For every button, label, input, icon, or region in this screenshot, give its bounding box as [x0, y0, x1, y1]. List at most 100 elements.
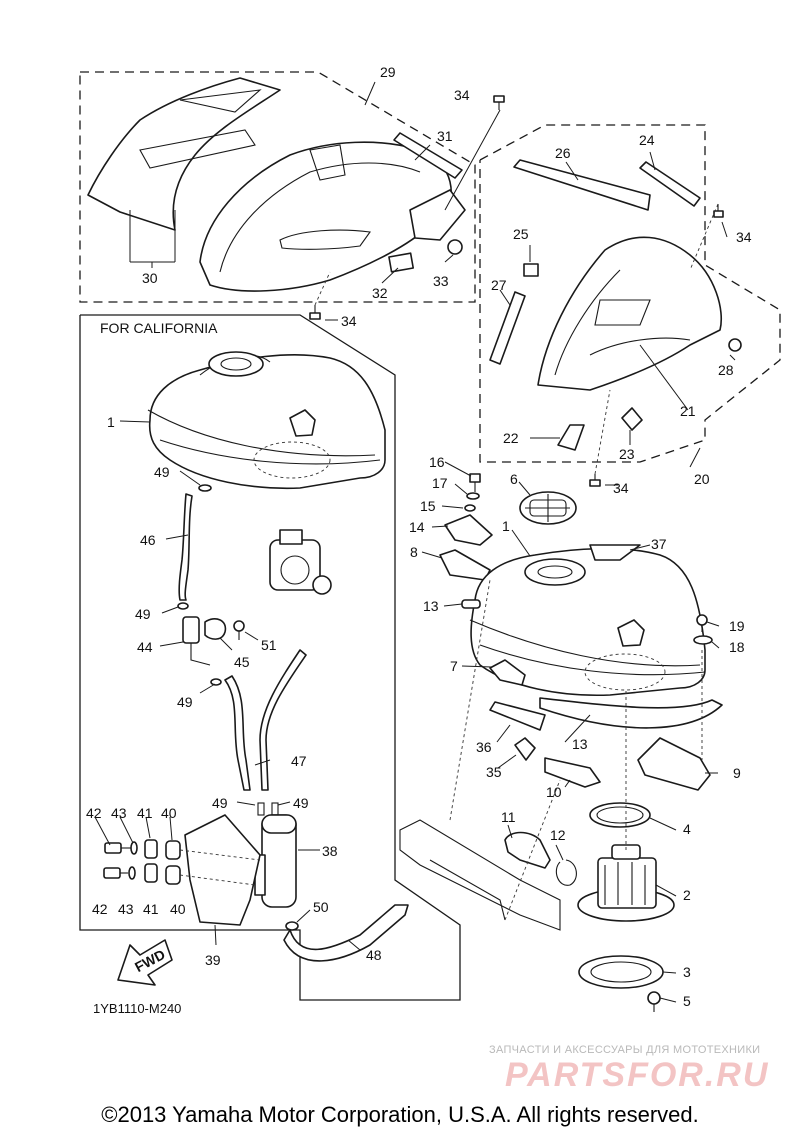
bracket-14 [444, 514, 493, 546]
callout-2: 2 [683, 887, 691, 903]
cover-9 [637, 737, 711, 791]
damper-23 [621, 407, 643, 431]
callout-26: 26 [555, 145, 571, 161]
callout-22: 22 [503, 430, 519, 446]
callout-36: 36 [476, 739, 492, 755]
filter-44 [182, 616, 211, 666]
collar-15 [464, 504, 476, 512]
callout-11: 11 [501, 809, 516, 825]
callout-38: 38 [322, 843, 338, 859]
holder-45 [204, 618, 227, 640]
callout-40-a: 40 [161, 805, 177, 821]
callout-6: 6 [510, 471, 518, 487]
callout-8: 8 [410, 544, 418, 560]
callout-30: 30 [142, 270, 158, 286]
clip-49-b [177, 602, 189, 610]
washer-18 [693, 635, 713, 645]
callout-3: 3 [683, 964, 691, 980]
callout-14: 14 [409, 519, 425, 535]
callout-13-a: 13 [423, 598, 439, 614]
damper-13-a [461, 599, 481, 609]
callout-20: 20 [694, 471, 710, 487]
strip-31 [393, 132, 463, 179]
throttle-body [269, 529, 332, 595]
callout-49-a: 49 [154, 464, 170, 480]
clip-12 [555, 859, 577, 886]
callout-49-c: 49 [177, 694, 193, 710]
callout-12: 12 [550, 827, 566, 843]
bracket-cover [409, 189, 466, 241]
strip-24 [639, 161, 701, 207]
callout-16: 16 [429, 454, 445, 470]
callout-31: 31 [437, 128, 453, 144]
callout-46: 46 [140, 532, 156, 548]
decal-30 [87, 77, 281, 231]
grommet-33 [447, 239, 463, 255]
clip-49-c [210, 678, 222, 686]
bracket-10 [544, 757, 601, 788]
clip-49-a [198, 484, 212, 492]
hose-joint-11 [504, 831, 551, 869]
clip-50 [285, 921, 299, 931]
pad-32 [388, 252, 415, 273]
callout-49-e: 49 [293, 795, 309, 811]
callout-9: 9 [733, 765, 741, 781]
callout-43-b: 43 [118, 901, 134, 917]
bolt-19 [696, 614, 708, 632]
bolts-42-43-41-40 [103, 839, 181, 885]
callout-47: 47 [291, 753, 307, 769]
fwd-arrow: FWD [117, 939, 173, 986]
fuel-pump-2 [577, 844, 675, 922]
callout-15: 15 [420, 498, 436, 514]
watermark-logo: PARTSFOR.RU [505, 1056, 770, 1094]
screw-34-box29 [309, 305, 321, 320]
hose-48 [283, 904, 409, 962]
bracket-7 [489, 659, 526, 686]
gasket-4 [589, 802, 651, 828]
fuel-tank-1 [469, 547, 706, 697]
callout-42-b: 42 [92, 901, 108, 917]
pad-25 [523, 263, 539, 277]
california-outline [79, 314, 461, 1001]
callout-27: 27 [491, 277, 507, 293]
damper-35 [514, 737, 536, 761]
callout-7: 7 [450, 658, 458, 674]
callout-34-box20: 34 [736, 229, 752, 245]
tape-37 [589, 544, 641, 561]
callout-35: 35 [486, 764, 502, 780]
callout-34-box29: 34 [341, 313, 357, 329]
callout-43-a: 43 [111, 805, 127, 821]
callout-23: 23 [619, 446, 635, 462]
callout-4: 4 [683, 821, 691, 837]
screw-34-box20 [713, 204, 724, 218]
callout-50: 50 [313, 899, 329, 915]
screw-34-bottom [589, 474, 601, 487]
callout-51: 51 [261, 637, 277, 653]
for-california-label: FOR CALIFORNIA [100, 320, 218, 336]
tank-cover-29 [199, 141, 452, 292]
callout-13-b: 13 [572, 736, 588, 752]
bolt-5 [647, 991, 661, 1012]
callout-44: 44 [137, 639, 153, 655]
callout-41-a: 41 [137, 805, 153, 821]
frame-section [399, 819, 561, 931]
callout-19: 19 [729, 618, 745, 634]
fuel-cap-6 [519, 491, 577, 525]
callout-40-b: 40 [170, 901, 186, 917]
strip-27 [489, 291, 526, 365]
bracket-22 [557, 424, 585, 451]
callout-49-d: 49 [212, 795, 228, 811]
callout-42-a: 42 [86, 805, 102, 821]
callout-29: 29 [380, 64, 396, 80]
strip-36 [489, 701, 546, 731]
callout-1-main: 1 [502, 518, 510, 534]
box-29-outline [79, 71, 476, 303]
callout-28: 28 [718, 362, 734, 378]
hose-46 [178, 493, 193, 601]
callout-33: 33 [433, 273, 449, 289]
plate-3 [578, 955, 664, 989]
callout-49-b: 49 [135, 606, 151, 622]
screw-34-top [493, 95, 505, 110]
box-20-outline [479, 124, 781, 463]
